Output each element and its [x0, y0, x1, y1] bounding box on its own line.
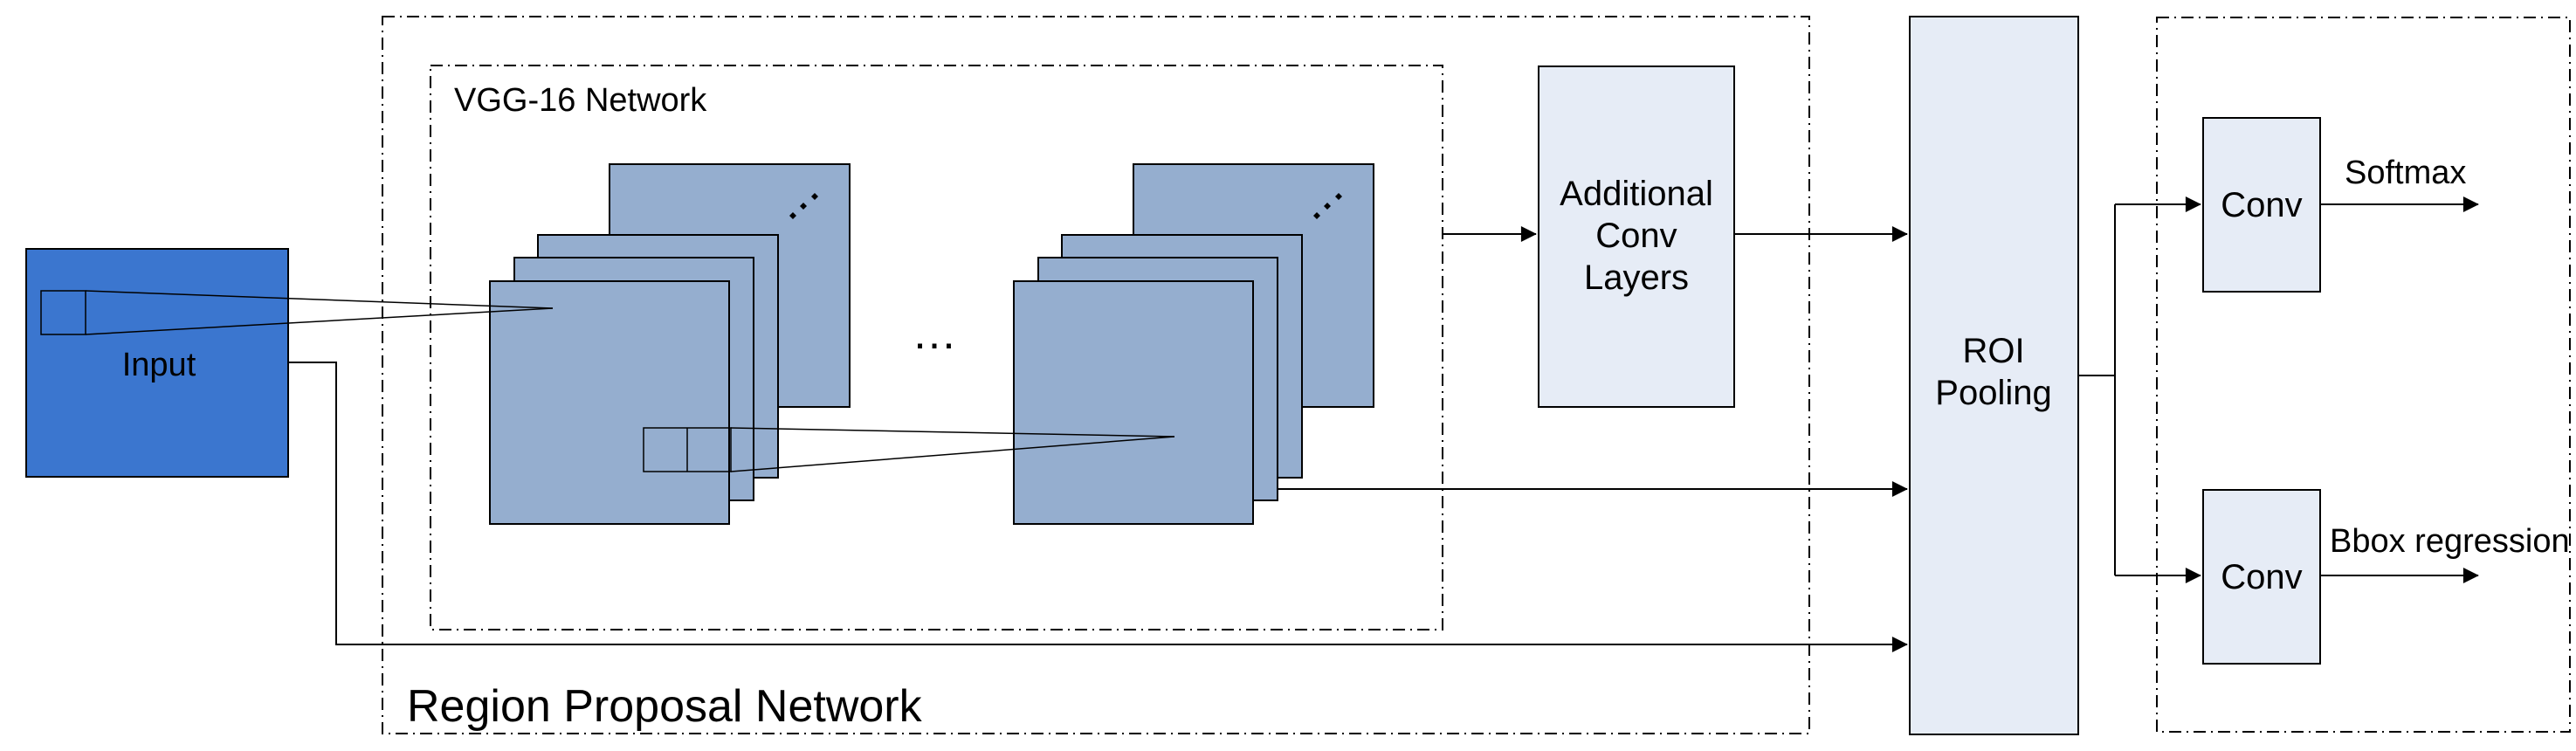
additional-conv-label-line3: Layers: [1584, 258, 1689, 297]
detection-head-box: [2156, 17, 2571, 733]
projection-cone-input-to-stack1: [85, 290, 554, 335]
projection-cone-stack1-to-stack2: [730, 427, 1175, 472]
additional-conv-label-line2: Conv: [1595, 217, 1677, 255]
vgg16-label: VGG-16 Network: [454, 82, 707, 119]
region-proposal-network-label: Region Proposal Network: [407, 681, 923, 732]
vgg16-box: [430, 65, 1443, 630]
roi-pooling-label-line1: ROI: [1962, 332, 2024, 370]
conv-bottom-node: Conv: [2202, 489, 2321, 665]
roi-pooling-label-line2: Pooling: [1935, 374, 2051, 412]
feature-map: [1013, 280, 1254, 525]
conv-bottom-box: [2202, 489, 2321, 665]
diagonal-dots-icon: [1313, 193, 1342, 219]
conv-top-label: Conv: [2221, 186, 2302, 224]
vgg16-group: VGG-16 Network: [430, 65, 1443, 630]
diagonal-dots-icon: [789, 193, 818, 219]
connections: [288, 196, 2479, 652]
feature-map-stack-1: [489, 163, 851, 525]
roi-pooling-box: [1909, 16, 2079, 735]
additional-conv-box: [1538, 65, 1735, 408]
additional-conv-node: Additional Conv Layers: [1538, 65, 1735, 408]
input-node: Input: [25, 248, 289, 478]
arrow-input-to-roi: [288, 362, 1908, 652]
feature-map-stack-2: [1013, 163, 1374, 525]
conv-top-node: Conv: [2202, 117, 2321, 293]
input-label: Input: [122, 347, 196, 383]
softmax-label: Softmax: [2345, 155, 2466, 191]
additional-conv-label-line1: Additional: [1560, 175, 1713, 213]
bbox-regression-label: Bbox regression: [2330, 523, 2570, 560]
feature-map: [489, 280, 730, 525]
region-proposal-network-box: [382, 16, 1810, 734]
input-window: [40, 290, 86, 335]
region-proposal-network-group: Region Proposal Network: [382, 16, 1810, 734]
input-image: [25, 248, 289, 478]
receptive-field-window: [643, 427, 732, 472]
stack-ellipsis: …: [912, 308, 957, 359]
roi-pooling-node: ROI Pooling: [1909, 16, 2079, 735]
conv-bottom-label: Conv: [2221, 558, 2302, 596]
